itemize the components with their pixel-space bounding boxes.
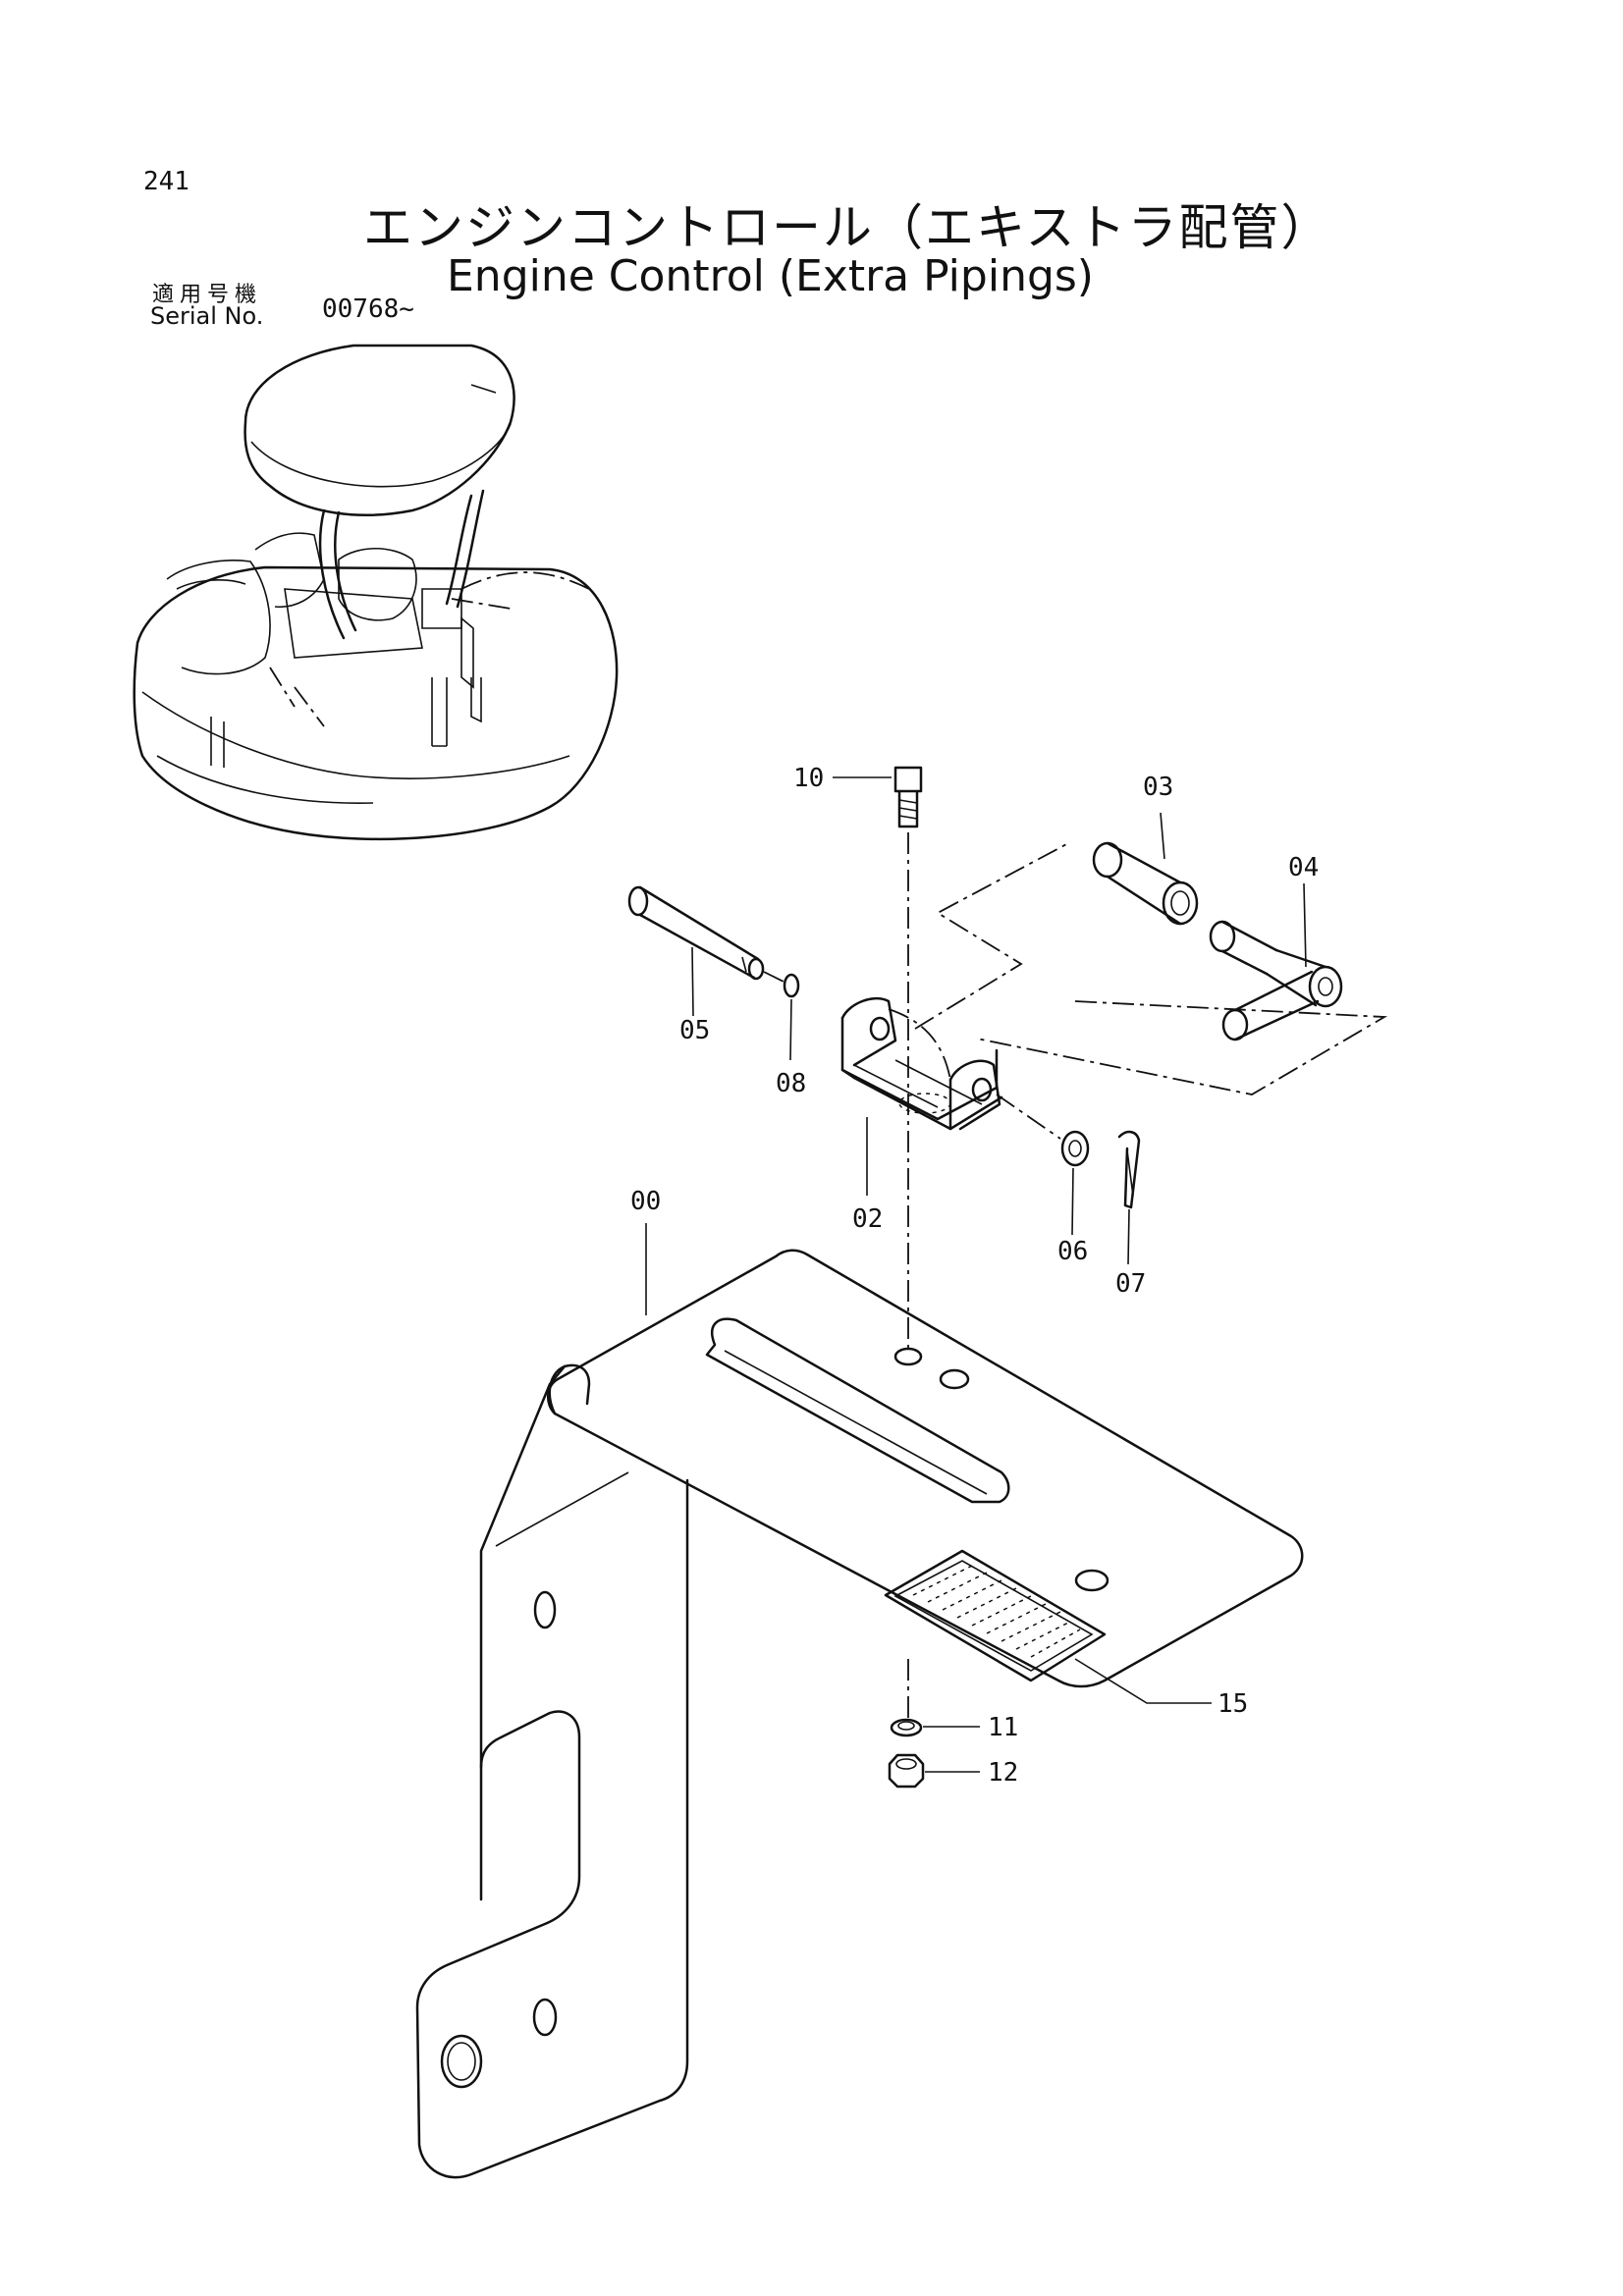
serial-value: 00768~	[322, 294, 414, 324]
callout-03: 03	[1143, 773, 1173, 802]
cotter-pin-icon	[1117, 1130, 1141, 1209]
excavator-overview-icon	[133, 344, 619, 841]
page-title-english: Engine Control (Extra Pipings)	[447, 251, 1094, 301]
lever-bracket-icon	[840, 996, 1003, 1131]
pin-icon	[627, 885, 765, 981]
o-ring-icon	[783, 973, 800, 998]
callout-15: 15	[1217, 1689, 1248, 1719]
callout-06: 06	[1057, 1237, 1088, 1266]
page-number: 241	[143, 167, 189, 196]
callout-11: 11	[988, 1713, 1018, 1742]
callout-05: 05	[679, 1016, 710, 1045]
serial-label-japanese: 適用号機	[152, 283, 263, 307]
callout-02: 02	[852, 1204, 883, 1234]
sleeve-icon	[1092, 841, 1199, 926]
callout-10: 10	[793, 764, 824, 793]
leader-lines	[645, 776, 1307, 1773]
spring-washer-icon	[890, 1718, 923, 1737]
bracket-plate-icon	[415, 1249, 1304, 2179]
nut-icon	[888, 1753, 925, 1789]
callout-labels: 10 03 04 05 08 02 06 07 00 11 12 15	[630, 764, 1319, 1788]
assembly-outline	[914, 841, 1071, 1030]
callout-00: 00	[630, 1187, 661, 1216]
callout-04: 04	[1288, 853, 1319, 882]
pad-icon	[884, 1549, 1107, 1682]
callout-08: 08	[776, 1069, 806, 1098]
page-title-japanese: エンジンコントロール（エキストラ配管）	[363, 199, 1332, 256]
serial-label: Serial No.	[150, 302, 264, 330]
bolt-icon	[893, 766, 923, 828]
washer-icon	[1060, 1130, 1090, 1167]
callout-07: 07	[1115, 1269, 1146, 1299]
shaft-icon	[1209, 920, 1343, 1041]
callout-12: 12	[988, 1758, 1018, 1788]
